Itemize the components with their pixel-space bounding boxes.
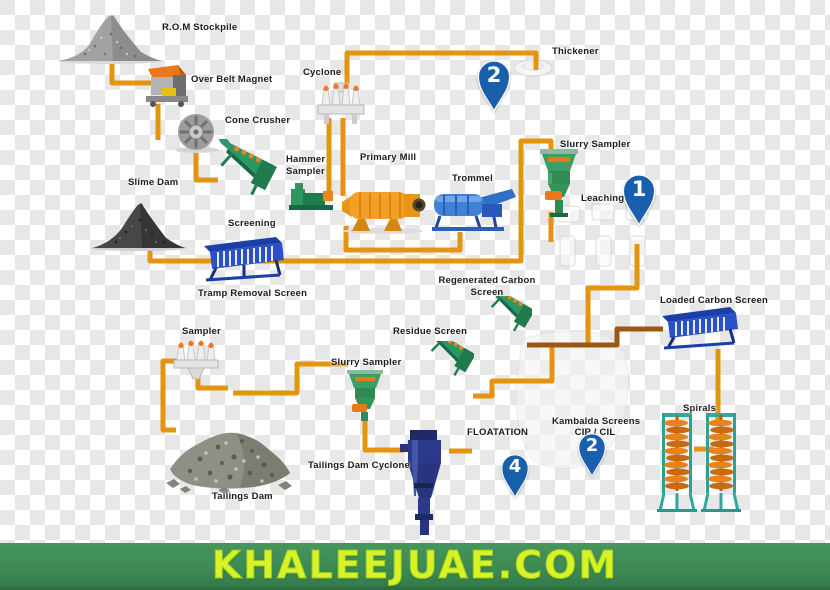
residue-screen-label: Residue Screen: [393, 326, 468, 337]
tailings-dam-cyclone-label: Tailings Dam Cyclone: [308, 460, 411, 471]
residue-screen-image: [400, 341, 474, 415]
marker-number: 2: [486, 63, 502, 87]
sampler-image: [172, 336, 220, 380]
watermark-banner: KHALEEJUAE.COM: [0, 543, 830, 590]
marker-pin-1-leaching: 1: [621, 174, 657, 226]
marker-pin-2-thickener: 2: [476, 60, 512, 112]
trommel-label: Trommel: [452, 173, 493, 184]
over-belt-magnet-image: [140, 63, 194, 109]
hammer-sampler-label: Hammer Sampler: [286, 154, 326, 177]
marker-pin-4-floatation: 4: [500, 454, 530, 498]
slurry-sampler-bottom-image: [344, 369, 386, 423]
slime-dam-label: Slime Dam: [128, 177, 179, 188]
rom-stockpile-label: R.O.M Stockpile: [162, 22, 238, 33]
watermark-text: KHALEEJUAE.COM: [211, 543, 619, 587]
hammer-sampler-image: [289, 181, 335, 215]
over-belt-magnet-label: Over Belt Magnet: [191, 74, 273, 85]
spirals-image: [655, 413, 747, 513]
regenerated-carbon-screen-image: [460, 296, 532, 368]
loaded-carbon-screen-label: Loaded Carbon Screen: [660, 295, 768, 306]
marker-number: 4: [508, 456, 522, 477]
floatation-label: FLOATATION: [467, 427, 529, 438]
cyclone-label: Cyclone: [303, 67, 342, 78]
tramp-removal-screen-image: [200, 233, 286, 283]
thickener-label: Thickener: [552, 46, 599, 57]
tramp-removal-screen-label: Tramp Removal Screen: [198, 288, 308, 299]
slurry-sampler-top-image: [536, 147, 582, 219]
thickener-image: [513, 59, 553, 77]
sampler-label: Sampler: [182, 326, 221, 337]
screening-label: Screening: [228, 218, 276, 229]
kambalda-screens-label: Kambalda Screens: [552, 416, 641, 427]
cip-cil-label: CIP / CIL: [574, 427, 616, 438]
leaching-label: Leaching: [581, 193, 625, 204]
loaded-carbon-screen-image: [658, 303, 740, 351]
rom-stockpile-image: [55, 12, 165, 64]
slurry-sampler-top-label: Slurry Sampler: [560, 139, 631, 150]
marker-number: 2: [585, 435, 599, 456]
flotation-cells-image: [515, 330, 629, 470]
slime-dam-image: [90, 198, 188, 252]
cyclone-image: [316, 77, 366, 125]
trommel-image: [428, 184, 518, 234]
screening-machine-image: [219, 139, 283, 207]
primary-mill-image: [338, 184, 428, 234]
marker-number: 1: [631, 177, 647, 201]
cone-crusher-image: [170, 112, 224, 154]
spirals-label: Spirals: [683, 403, 717, 414]
marker-pin-2-kambalda: 2: [577, 433, 607, 477]
tailings-dam-cyclone-image: [400, 430, 450, 536]
tailings-dam-label: Tailings Dam: [212, 491, 273, 502]
primary-mill-label: Primary Mill: [360, 152, 417, 163]
tailings-dam-image: [160, 393, 300, 495]
regenerated-carbon-screen-label: Regenerated Carbon Screen: [438, 275, 536, 298]
slurry-sampler-bottom-label: Slurry Sampler: [331, 357, 402, 368]
cone-crusher-label: Cone Crusher: [225, 115, 291, 126]
